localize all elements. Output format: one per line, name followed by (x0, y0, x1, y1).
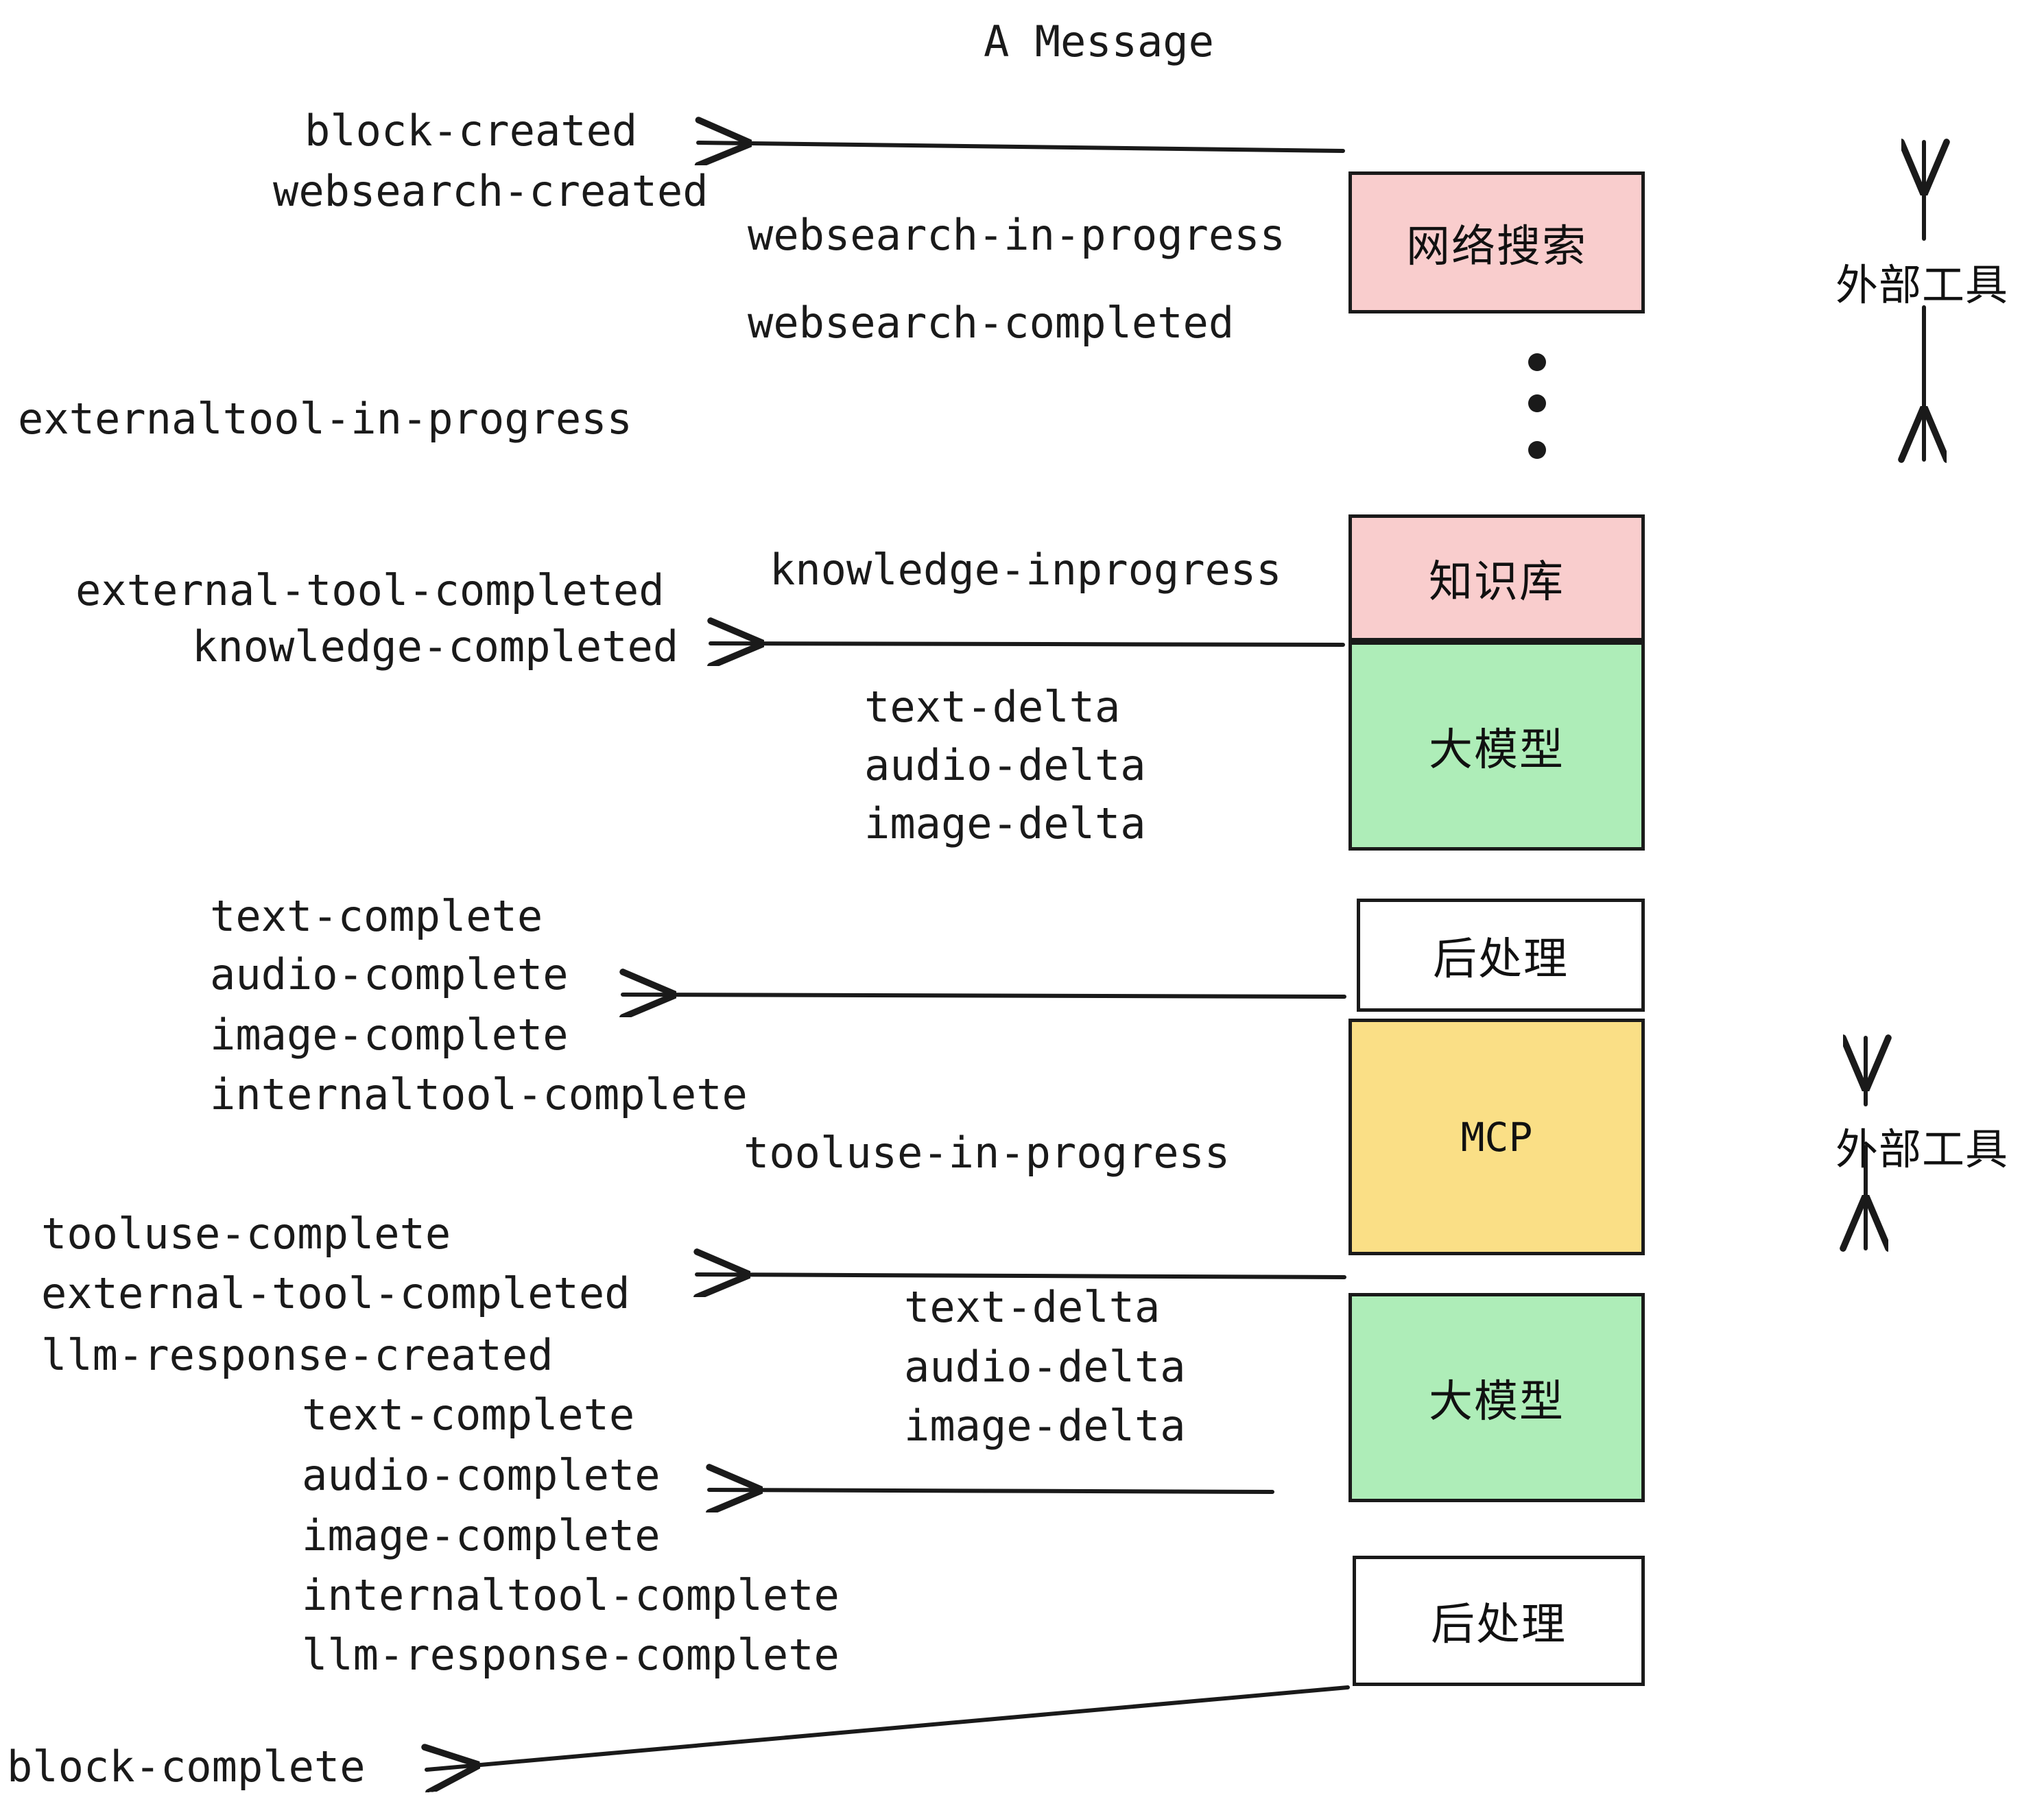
side-label-external-tool-top: 外部工具 (1835, 260, 2009, 310)
event-label-image-delta-1: image-delta (864, 798, 1146, 848)
event-label-audio-complete-2: audio-complete (302, 1450, 661, 1500)
event-label-websearch-completed: websearch-completed (748, 298, 1235, 348)
event-label-llm-response-complete: llm-response-complete (302, 1630, 840, 1680)
component-box-label: MCP (1460, 1113, 1533, 1161)
event-label-image-complete-2: image-complete (302, 1510, 661, 1560)
page-title: A Message (984, 16, 1214, 67)
event-label-llm-response-created: llm-response-created (41, 1330, 554, 1380)
component-box-label: 大模型 (1429, 724, 1565, 776)
component-box-postprocess-2: 后处理 (1353, 1556, 1645, 1686)
event-label-knowledge-completed: knowledge-completed (192, 621, 679, 672)
event-label-websearch-in-progress: websearch-in-progress (748, 210, 1285, 260)
event-label-audio-delta-1: audio-delta (864, 740, 1146, 790)
event-label-external-tool-completed-1: external-tool-completed (75, 565, 665, 615)
component-box-knowledge: 知识库 (1348, 514, 1645, 641)
side-label-external-tool-bottom: 外部工具 (1835, 1124, 2009, 1174)
event-label-text-complete-1: text-complete (210, 891, 543, 941)
event-label-external-tool-completed-2: external-tool-completed (41, 1268, 630, 1318)
ellipsis-dot-1 (1528, 353, 1546, 371)
event-label-block-complete: block-complete (7, 1742, 366, 1792)
component-box-label: 大模型 (1429, 1376, 1565, 1427)
event-label-audio-delta-2: audio-delta (904, 1342, 1186, 1392)
event-label-internaltool-complete-2: internaltool-complete (302, 1570, 840, 1620)
ellipsis-dot-3 (1528, 441, 1546, 459)
event-label-text-delta-1: text-delta (864, 682, 1121, 732)
component-box-llm-2: 大模型 (1348, 1293, 1645, 1502)
arrow-image-complete (623, 995, 1346, 997)
component-box-label: 后处理 (1433, 934, 1569, 985)
event-label-audio-complete-1: audio-complete (210, 949, 569, 999)
event-label-text-delta-2: text-delta (904, 1282, 1161, 1332)
arrow-block-created (698, 143, 1345, 151)
event-label-externaltool-in-progress: externaltool-in-progress (18, 394, 632, 444)
ellipsis-dot-2 (1528, 394, 1546, 412)
component-box-llm-1: 大模型 (1348, 641, 1645, 851)
arrow-block-complete (427, 1685, 1350, 1770)
event-label-internaltool-complete-1: internaltool-complete (210, 1069, 748, 1119)
arrow-knowledge-completed (711, 643, 1345, 645)
event-label-websearch-created: websearch-created (273, 166, 709, 216)
arrow-audio-complete (709, 1490, 1274, 1492)
event-label-image-delta-2: image-delta (904, 1401, 1186, 1451)
component-box-label: 网络搜索 (1406, 221, 1587, 272)
component-box-websearch: 网络搜索 (1348, 171, 1645, 313)
event-label-text-complete-2: text-complete (302, 1390, 635, 1440)
component-box-label: 知识库 (1429, 556, 1565, 608)
event-label-tooluse-complete: tooluse-complete (41, 1209, 451, 1259)
component-box-postprocess-1: 后处理 (1357, 899, 1645, 1012)
arrow-tooluse-complete (697, 1274, 1346, 1277)
component-box-label: 后处理 (1431, 1600, 1567, 1650)
event-label-image-complete-1: image-complete (210, 1010, 569, 1060)
event-label-tooluse-in-progress: tooluse-in-progress (744, 1128, 1231, 1178)
component-box-mcp: MCP (1348, 1019, 1645, 1255)
event-label-block-created: block-created (305, 106, 638, 156)
event-label-knowledge-inprogress: knowledge-inprogress (770, 545, 1282, 595)
